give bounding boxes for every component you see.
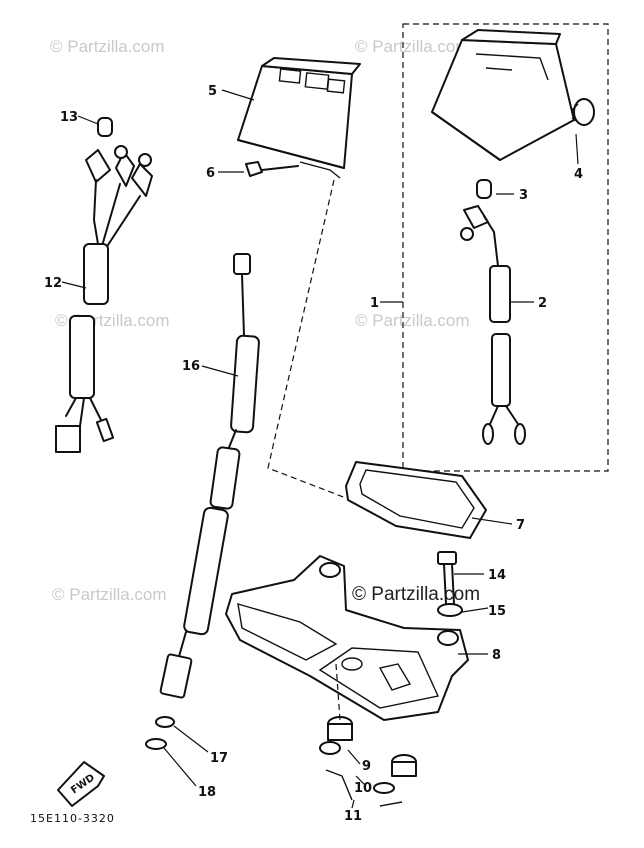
- watermark: © Partzilla.com: [352, 584, 480, 605]
- callout-16: 16: [182, 359, 200, 374]
- bolt-washer: [437, 551, 463, 617]
- guide-line: [267, 179, 347, 499]
- callout-9: 9: [362, 759, 371, 774]
- callout-1: 1: [370, 296, 379, 311]
- knob-icon: [573, 98, 595, 126]
- callout-17: 17: [210, 751, 228, 766]
- callout-15: 15: [488, 604, 506, 619]
- callout-13: 13: [60, 110, 78, 125]
- callout-18: 18: [198, 785, 216, 800]
- callout-11: 11: [344, 809, 362, 824]
- bulb-socket-harness: [460, 179, 526, 445]
- callout-8: 8: [492, 648, 501, 663]
- meter-housing: [237, 57, 361, 179]
- diagram-code: 15E110-3320: [30, 812, 115, 825]
- callout-12: 12: [44, 276, 62, 291]
- fwd-arrow-icon: FWD: [57, 761, 105, 807]
- grommets: [319, 716, 417, 807]
- watermark: © Partzilla.com: [355, 311, 470, 330]
- watermark: © Partzilla.com: [50, 37, 165, 56]
- callout-14: 14: [488, 568, 506, 583]
- watermark: © Partzilla.com: [355, 37, 470, 56]
- o-ring: [145, 738, 167, 750]
- gasket: [345, 461, 487, 539]
- leader-lines: [61, 89, 579, 809]
- left-wire-harness: [55, 117, 153, 453]
- watermark: © Partzilla.com: [52, 585, 167, 604]
- collar-ring: [155, 716, 175, 728]
- screw: [245, 161, 299, 177]
- assembly-box-outline: [402, 23, 609, 472]
- callout-4: 4: [574, 167, 583, 182]
- callout-2: 2: [538, 296, 547, 311]
- speedometer-cable: [159, 253, 260, 699]
- callout-6: 6: [206, 166, 215, 181]
- callout-3: 3: [519, 188, 528, 203]
- callout-5: 5: [208, 84, 217, 99]
- callouts: 1 2 3 4 5 6 7 8 9 10 11 12 13 14 15 16 1…: [44, 84, 583, 824]
- meter-unit: [431, 29, 595, 161]
- callout-10: 10: [354, 781, 372, 796]
- meter-bracket: [225, 555, 469, 721]
- callout-7: 7: [516, 518, 525, 533]
